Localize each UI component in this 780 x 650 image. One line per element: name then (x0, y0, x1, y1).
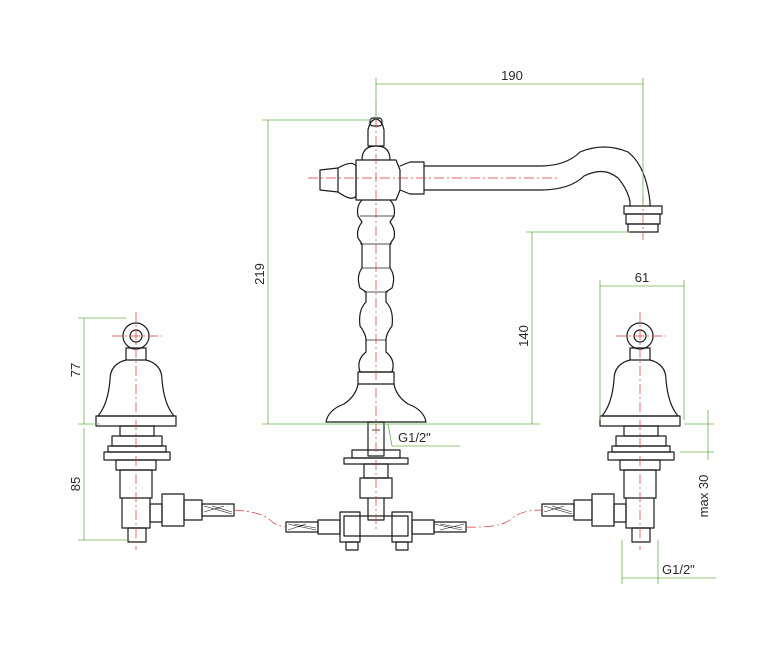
dimension-lines (78, 78, 716, 584)
left-valve-assembly (95, 322, 235, 543)
hose-lines (233, 509, 543, 528)
dim-handle-height: 77 (68, 363, 83, 377)
dim-spout-height: 140 (516, 325, 531, 347)
dim-valve-height: 85 (68, 477, 83, 491)
spout-assembly (285, 117, 663, 551)
right-valve-assembly (541, 322, 681, 543)
dim-spout-reach: 190 (501, 68, 523, 83)
dim-overall-height: 219 (252, 263, 267, 285)
dim-valve-thread: G1/2" (662, 562, 695, 577)
dim-deck-thickness: max 30 (696, 475, 711, 518)
center-lines (112, 100, 666, 550)
dim-handle-width: 61 (635, 270, 649, 285)
dim-center-thread: G1/2" (398, 430, 431, 445)
